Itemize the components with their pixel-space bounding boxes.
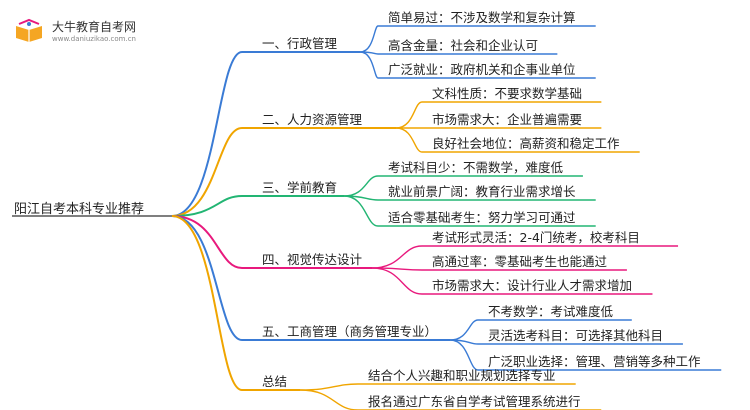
leaf-topic: 广泛职业选择：管理、营销等多种工作 — [488, 354, 701, 369]
leaf-connector — [449, 339, 479, 371]
leaf-connector — [395, 127, 423, 153]
leaf-topic: 良好社会地位：高薪资和稳定工作 — [432, 136, 620, 151]
leaf-connector — [343, 195, 379, 227]
leaf-connector — [359, 51, 379, 79]
root-topic: 阳江自考本科专业推荐 — [14, 202, 145, 217]
branch-topic: 总结 — [262, 374, 288, 389]
logo-title: 大牛教育自考网 — [52, 20, 137, 34]
leaf-topic: 简单易过：不涉及数学和复杂计算 — [388, 10, 576, 25]
leaf-topic: 结合个人兴趣和职业规划选择专业 — [368, 368, 556, 383]
branch-connector — [171, 127, 243, 217]
branch-connector — [171, 51, 243, 217]
leaf-connector — [299, 389, 359, 410]
branch-topic: 一、行政管理 — [262, 36, 338, 51]
branch-topic: 四、视觉传达设计 — [262, 252, 363, 267]
branch-topic: 三、学前教育 — [262, 180, 338, 195]
book-logo-icon — [16, 18, 42, 42]
leaf-connector — [359, 25, 379, 53]
branch-topic: 二、人力资源管理 — [262, 112, 363, 127]
branch-connector — [171, 215, 243, 269]
branch-connector — [171, 215, 243, 341]
leaf-connector — [371, 267, 423, 295]
leaf-connector — [343, 175, 379, 197]
branch-topic: 五、工商管理（商务管理专业） — [262, 324, 438, 339]
leaf-topic: 市场需求大：设计行业人才需求增加 — [432, 278, 633, 293]
leaf-topic: 报名通过广东省自学考试管理系统进行 — [368, 394, 581, 409]
leaf-topic: 考试形式灵活：2-4门统考，校考科目 — [432, 230, 640, 245]
leaf-connector — [299, 383, 359, 391]
leaf-connector — [371, 245, 423, 269]
leaf-topic: 高含金量：社会和企业认可 — [388, 38, 539, 53]
site-logo: 大牛教育自考网 www.daniuzikao.com.cn — [14, 14, 164, 48]
branch-connector — [171, 195, 243, 217]
leaf-topic: 不考数学：考试难度低 — [488, 304, 614, 319]
leaf-topic: 适合零基础考生：努力学习可通过 — [388, 210, 576, 225]
leaf-topic: 文科性质：不要求数学基础 — [432, 86, 583, 101]
leaf-topic: 灵活选考科目：可选择其他科目 — [488, 328, 664, 343]
leaf-connector — [395, 101, 423, 129]
leaf-connector — [449, 319, 479, 341]
logo-subtitle: www.daniuzikao.com.cn — [52, 35, 136, 43]
leaf-topic: 市场需求大：企业普遍需要 — [432, 112, 583, 127]
leaf-topic: 就业前景广阔：教育行业需求增长 — [388, 184, 576, 199]
leaf-topic: 高通过率：零基础考生也能通过 — [432, 254, 608, 269]
leaf-topic: 广泛就业：政府机关和企事业单位 — [388, 62, 576, 77]
branch-connector — [171, 215, 243, 391]
leaf-topic: 考试科目少：不需数学，难度低 — [388, 160, 564, 175]
